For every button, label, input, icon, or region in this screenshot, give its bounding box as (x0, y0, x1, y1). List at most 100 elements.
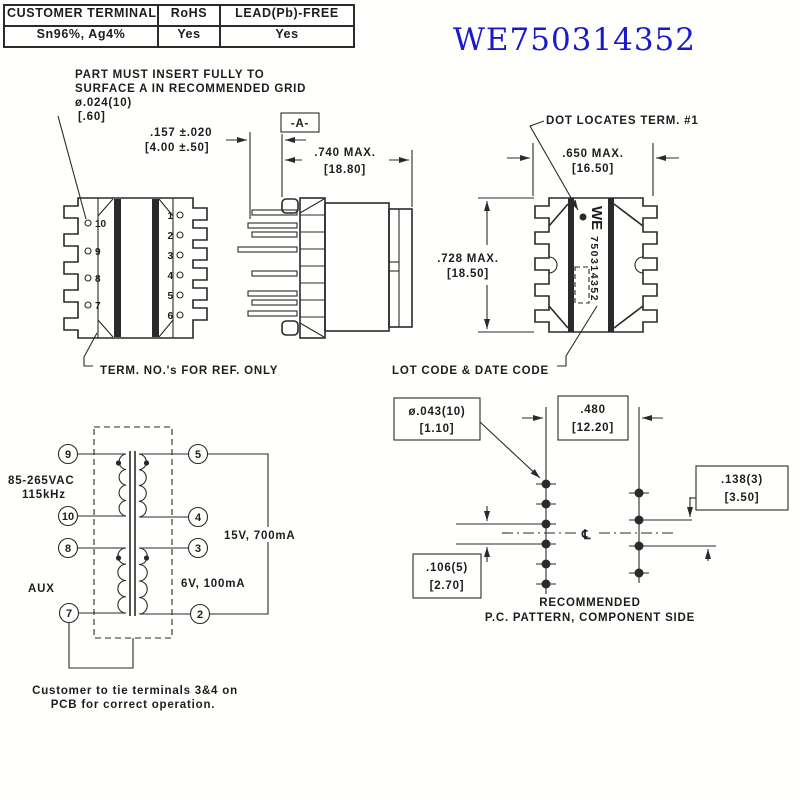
secondary-winding-aux (138, 547, 148, 615)
pin-label: 5 (167, 291, 173, 302)
terminal-2: 2 (197, 609, 203, 621)
terminal-10: 10 (62, 511, 74, 523)
terminal-8: 8 (65, 543, 71, 555)
compliance-table: CUSTOMER TERMINAL RoHS LEAD(Pb)-FREE Sn9… (3, 4, 355, 48)
pin-diameter-inch: ø.024(10) (75, 97, 132, 109)
table-cell-lead-free-value: Yes (219, 25, 353, 46)
pad (634, 568, 644, 578)
core-leg-left (114, 199, 121, 337)
pad (634, 488, 644, 498)
pin-label: 6 (167, 311, 173, 322)
top-view-outline (63, 197, 208, 339)
pin-label: 1 (167, 211, 173, 222)
pitch-right-mm: [3.50] (725, 492, 760, 504)
aux-winding (117, 547, 127, 614)
transformer-boundary (93, 426, 173, 639)
body-width-inch: .650 MAX. (562, 148, 624, 160)
pad-dia-leader (479, 421, 541, 479)
standoff-inch: .157 ±.020 (150, 127, 212, 139)
pin-label: 4 (167, 271, 173, 282)
body-width-mm: [16.50] (572, 163, 614, 175)
lot-code-area (574, 266, 590, 304)
lot-code-note: LOT CODE & DATE CODE (392, 365, 549, 377)
pad (541, 579, 551, 589)
pad-dia-mm: [1.10] (420, 423, 455, 435)
side-view (237, 197, 413, 339)
input-voltage-label: 85-265VAC (8, 475, 74, 487)
dot-leader (529, 120, 579, 211)
output-aux-label: 6V, 100mA (181, 578, 245, 590)
pad (541, 559, 551, 569)
primary-winding (118, 453, 127, 517)
terminal1-dot (579, 213, 587, 221)
col-spacing-box (557, 395, 629, 441)
tie-note-line2: PCB for correct operation. (51, 699, 216, 711)
pin-label: 10 (95, 219, 107, 230)
view-notes: TERM. NO.'s FOR REF. ONLY LOT CODE & DAT… (83, 305, 598, 377)
pin-label: 9 (95, 247, 101, 258)
table-header-rohs: RoHS (157, 6, 219, 25)
table-header-customer-terminal: CUSTOMER TERMINAL (7, 6, 157, 20)
overall-width-inch: .740 MAX. (314, 147, 376, 159)
body (324, 202, 390, 332)
datum-a-label: -A- (291, 118, 309, 130)
pin-label: 8 (95, 274, 101, 285)
insert-note-line1: PART MUST INSERT FULLY TO (75, 69, 265, 81)
dot-note: DOT LOCATES TERM. #1 (546, 115, 699, 127)
pattern-caption-line2: P.C. PATTERN, COMPONENT SIDE (485, 612, 695, 624)
col-spacing-mm: [12.20] (572, 422, 614, 434)
pad (541, 499, 551, 509)
secondary-winding-main (138, 453, 147, 518)
bottom-view-outline (534, 197, 658, 333)
table-cell-terminal-finish: Sn96%, Ag4% (5, 25, 157, 46)
pattern-caption-line1: RECOMMENDED (539, 597, 640, 609)
core-leg-right (152, 199, 159, 337)
overall-width-mm: [18.80] (324, 164, 366, 176)
pad (634, 541, 644, 551)
table-cell-rohs-value: Yes (157, 25, 219, 46)
aux-label: AUX (28, 583, 55, 595)
schematic: 9 10 8 7 5 4 3 2 85-265VAC 115kHz AUX 15… (8, 426, 320, 711)
tie-note-line1: Customer to tie terminals 3&4 on (32, 685, 238, 697)
pitch-left-inch: .106(5) (426, 562, 468, 574)
pad (541, 519, 551, 529)
term-ref-note: TERM. NO.'s FOR REF. ONLY (100, 365, 278, 377)
datum-a-box (280, 112, 320, 133)
pitch-left-box (412, 553, 482, 599)
pin-diameter-mm: [.60] (78, 111, 106, 123)
col-spacing-inch: .480 (580, 404, 606, 416)
table-header-lead-free: LEAD(Pb)-FREE (219, 6, 353, 25)
pad (541, 479, 551, 489)
bottom-view: WE 750314352 (534, 197, 658, 333)
terminal-4: 4 (195, 512, 202, 524)
standoff-mm: [4.00 ±.50] (145, 142, 209, 154)
pin-diameter-leader (57, 115, 87, 220)
terminal-3: 3 (195, 543, 201, 555)
pitch-right-box (695, 465, 789, 511)
pin-label: 2 (167, 231, 173, 242)
terminal-5: 5 (195, 449, 201, 461)
output-main-label: 15V, 700mA (224, 530, 296, 542)
terminal-7: 7 (66, 608, 72, 620)
input-frequency-label: 115kHz (22, 489, 66, 501)
shield-tie (68, 622, 134, 669)
body-height-mm: [18.50] (447, 268, 489, 280)
pin-label: 7 (95, 301, 101, 312)
top-dimensions: .157 ±.020 [4.00 ±.50] -A- .740 MAX. (145, 112, 699, 333)
centerline-symbol: ℄ (581, 527, 591, 542)
pitch-left-mm: [2.70] (430, 580, 465, 592)
pin-label: 3 (167, 251, 173, 262)
pad (541, 539, 551, 549)
terminal-9: 9 (65, 449, 71, 461)
marking-text: 750314352 (588, 236, 600, 302)
insert-note: PART MUST INSERT FULLY TO SURFACE A IN R… (57, 69, 306, 220)
part-number-title: WE750314352 (453, 22, 696, 58)
top-view: 10 9 8 7 1 2 3 4 5 6 (63, 197, 208, 339)
pitch-right-inch: .138(3) (721, 474, 763, 486)
pad (634, 515, 644, 525)
pad-dia-box (393, 397, 481, 441)
insert-note-line2: SURFACE A IN RECOMMENDED GRID (75, 83, 306, 95)
pad-dia-inch: ø.043(10) (408, 406, 465, 418)
